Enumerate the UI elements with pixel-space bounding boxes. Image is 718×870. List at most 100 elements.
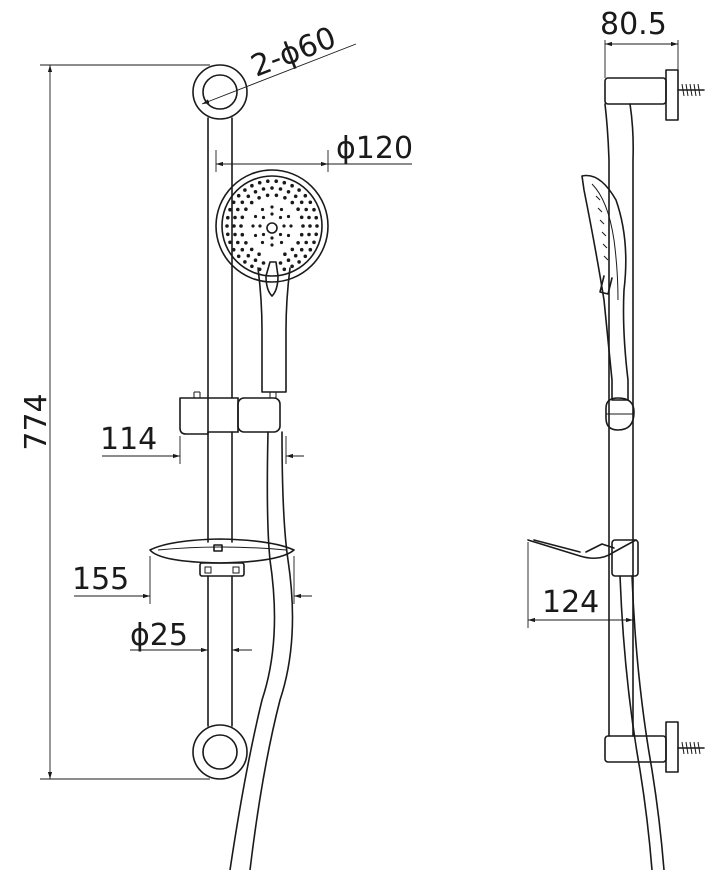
nozzle-dot bbox=[240, 200, 245, 205]
nozzle-dot bbox=[253, 190, 258, 194]
nozzle-dot bbox=[261, 215, 266, 220]
nozzle-dot bbox=[274, 193, 279, 198]
nozzle-dot bbox=[312, 240, 316, 245]
spray-selector-button bbox=[265, 261, 279, 297]
nozzle-dot bbox=[283, 252, 287, 256]
nozzle-dot bbox=[286, 233, 291, 238]
dim-slider-width-label: 114 bbox=[100, 422, 157, 457]
dim-bar-diameter: ϕ25 bbox=[130, 618, 252, 653]
nozzle-dot bbox=[251, 224, 255, 228]
nozzle-dot bbox=[233, 232, 237, 237]
nozzle-dot bbox=[228, 207, 232, 212]
nozzle-dot bbox=[303, 254, 308, 259]
nozzle-dot bbox=[279, 240, 284, 245]
nozzle-dot bbox=[240, 247, 245, 252]
nozzle-dot bbox=[308, 200, 313, 205]
nozzle-dot bbox=[236, 193, 241, 198]
wall-bracket-top bbox=[604, 69, 705, 121]
soap-dish bbox=[149, 538, 295, 577]
nozzle-dot bbox=[236, 207, 240, 212]
nozzle-dot bbox=[246, 253, 251, 258]
nozzle-dot bbox=[236, 240, 240, 245]
nozzle-dot bbox=[270, 236, 274, 240]
dim-bar-diameter-label: ϕ25 bbox=[130, 618, 188, 653]
nozzle-dot bbox=[257, 180, 262, 185]
nozzle-dot bbox=[228, 240, 232, 245]
nozzle-dot bbox=[293, 253, 298, 258]
nozzle-dot bbox=[226, 215, 230, 220]
front-view: 774 2-ϕ60 ϕ120 114 155 bbox=[19, 20, 413, 870]
nozzle-dot bbox=[233, 215, 237, 220]
wall-bracket-bottom bbox=[604, 721, 705, 773]
nozzle-dot bbox=[286, 190, 291, 194]
dim-total-height-label: 774 bbox=[19, 393, 54, 450]
nozzle-dot bbox=[307, 215, 311, 220]
dim-ring-diameter-label: 2-ϕ60 bbox=[246, 20, 341, 84]
nozzle-dot bbox=[290, 183, 294, 188]
nozzle-dot bbox=[246, 194, 251, 199]
nozzle-dot bbox=[304, 207, 309, 212]
nozzle-dot bbox=[250, 183, 254, 188]
side-slider bbox=[605, 397, 635, 431]
nozzle-dot bbox=[283, 196, 287, 200]
nozzle-dot bbox=[278, 261, 283, 265]
nozzle-dot bbox=[231, 247, 236, 252]
hand-shower-head bbox=[215, 169, 329, 297]
nozzle-dot bbox=[270, 186, 274, 190]
spray-nozzles bbox=[225, 179, 319, 272]
nozzle-dot bbox=[307, 232, 311, 237]
nozzle-dot bbox=[240, 232, 245, 237]
nozzle-dot bbox=[299, 247, 304, 252]
dim-dish-width-label: 155 bbox=[72, 562, 129, 597]
nozzle-dot bbox=[296, 207, 300, 211]
nozzle-dot bbox=[293, 194, 298, 199]
nozzle-dot bbox=[297, 260, 301, 264]
dim-dish-depth: 124 bbox=[527, 542, 634, 628]
nozzle-dot bbox=[308, 247, 313, 252]
bottom-wall-ring bbox=[192, 724, 248, 780]
nozzle-dot bbox=[265, 193, 270, 198]
nozzle-dot bbox=[297, 188, 301, 192]
nozzle-dot bbox=[278, 215, 283, 220]
side-rail-bar bbox=[604, 103, 634, 737]
dim-head-diameter-label: ϕ120 bbox=[336, 131, 413, 166]
nozzle-dot bbox=[258, 224, 262, 228]
top-wall-ring bbox=[192, 64, 248, 120]
nozzle-dot bbox=[257, 196, 261, 200]
nozzle-dot bbox=[261, 232, 266, 237]
nozzle-dot bbox=[308, 224, 312, 228]
nozzle-dot bbox=[231, 200, 236, 205]
nozzle-dot bbox=[286, 214, 291, 219]
dim-total-height: 774 bbox=[19, 64, 210, 780]
nozzle-dot bbox=[270, 243, 274, 247]
nozzle-dot bbox=[301, 224, 305, 228]
nozzle-dot bbox=[243, 260, 247, 264]
nozzle-dot bbox=[290, 200, 295, 205]
nozzle-dot bbox=[304, 240, 309, 245]
nozzle-dot bbox=[266, 179, 270, 183]
nozzle-dot bbox=[270, 212, 274, 216]
nozzle-dot bbox=[303, 193, 308, 198]
nozzle-dot bbox=[274, 179, 279, 183]
nozzle-dot bbox=[315, 224, 319, 228]
nozzle-dot bbox=[282, 267, 287, 272]
nozzle-dot bbox=[260, 240, 265, 245]
nozzle-dot bbox=[279, 207, 284, 212]
nozzle-dot bbox=[239, 224, 243, 228]
nozzle-dot bbox=[236, 254, 241, 259]
dim-wall-depth-label: 80.5 bbox=[600, 7, 667, 42]
nozzle-dot bbox=[290, 247, 295, 252]
nozzle-dot bbox=[261, 261, 266, 265]
nozzle-dot bbox=[250, 264, 254, 269]
nozzle-dot bbox=[270, 205, 274, 209]
nozzle-dot bbox=[299, 215, 304, 220]
side-hose bbox=[619, 575, 665, 870]
nozzle-dot bbox=[240, 215, 245, 220]
nozzle-dot bbox=[314, 215, 319, 220]
nozzle-dot bbox=[278, 187, 283, 191]
side-hand-shower bbox=[581, 174, 629, 401]
nozzle-dot bbox=[244, 241, 248, 245]
nozzle-dot bbox=[290, 264, 294, 269]
nozzle-dot bbox=[249, 247, 254, 252]
